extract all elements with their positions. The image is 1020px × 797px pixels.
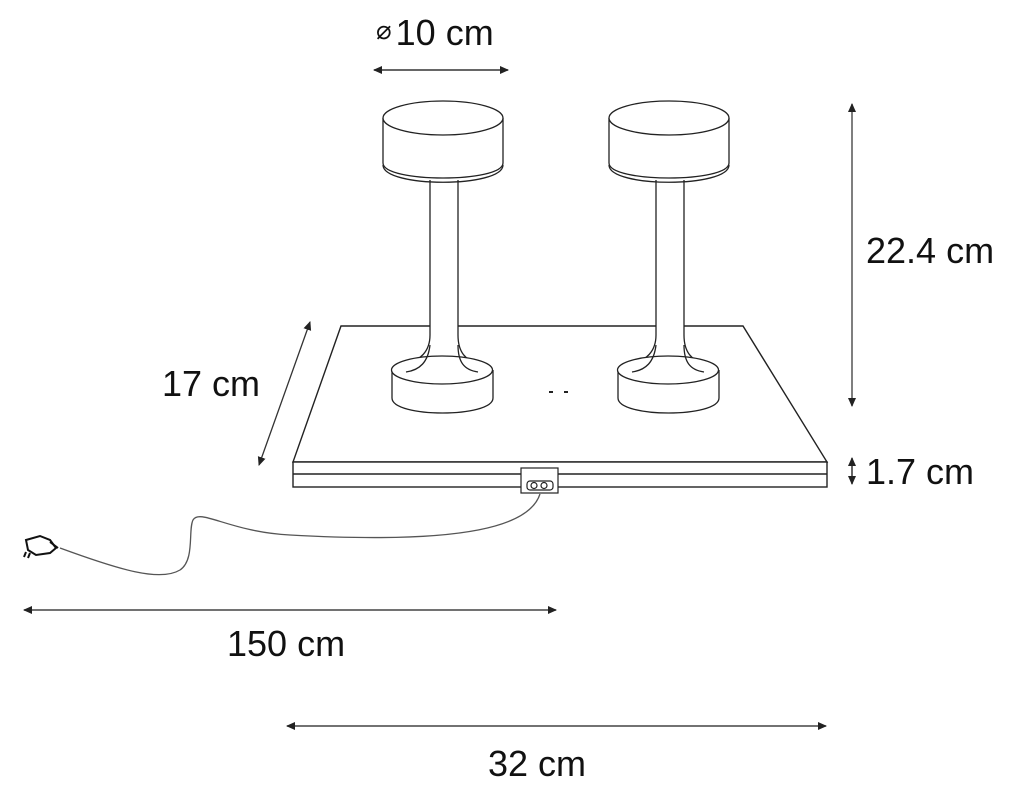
shade-diameter-value: 10 cm (395, 12, 494, 53)
left-lamp (382, 100, 504, 414)
plate-thickness-value: 1.7 cm (866, 451, 975, 492)
power-cable (59, 493, 541, 576)
shade-diameter-label: ⌀10 cm (376, 15, 494, 51)
plate-width-label: 32 cm (488, 743, 587, 784)
lamp-height-label: 22.4 cm (866, 230, 995, 271)
diameter-icon: ⌀ (376, 16, 392, 46)
right-lamp (608, 100, 730, 414)
plate-depth-arrow (257, 321, 312, 466)
plate-thickness-label: 1.7 cm (866, 454, 974, 490)
power-plug (23, 534, 59, 559)
cable-length-label: 150 cm (227, 623, 346, 664)
charging-plate (292, 325, 829, 488)
power-connector (520, 467, 559, 494)
plate-depth-label: 17 cm (162, 363, 261, 404)
